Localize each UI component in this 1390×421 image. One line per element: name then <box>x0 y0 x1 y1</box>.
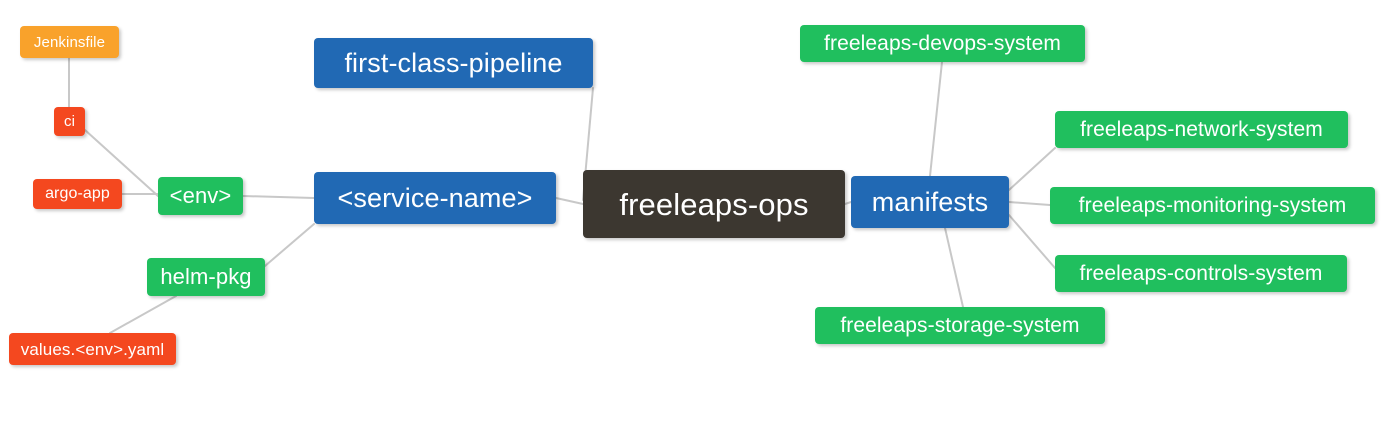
node-env[interactable]: <env> <box>158 177 243 215</box>
node-freeleaps-monitoring-system[interactable]: freeleaps-monitoring-system <box>1050 187 1375 224</box>
node-label-manifests: manifests <box>871 186 989 217</box>
node-jenkinsfile[interactable]: Jenkinsfile <box>20 26 119 58</box>
node-label-service-name: <service-name> <box>337 182 533 213</box>
node-first-class-pipeline[interactable]: first-class-pipeline <box>314 38 593 88</box>
node-ci[interactable]: ci <box>54 107 85 136</box>
edge-service-name-to-helm-pkg <box>264 223 315 267</box>
edge-manifests-to-freeleaps-network-system <box>1008 147 1056 191</box>
node-label-values-env-yaml: values.<env>.yaml <box>20 339 165 359</box>
edge-service-name-to-env <box>242 195 315 199</box>
edge-freeleaps-ops-to-service-name <box>555 197 584 205</box>
node-freeleaps-controls-system[interactable]: freeleaps-controls-system <box>1055 255 1347 292</box>
edge-manifests-to-freeleaps-storage-system <box>944 227 964 308</box>
node-helm-pkg[interactable]: helm-pkg <box>147 258 265 296</box>
node-values-env-yaml[interactable]: values.<env>.yaml <box>9 333 176 365</box>
node-label-freeleaps-controls-system: freeleaps-controls-system <box>1079 262 1323 285</box>
node-freeleaps-network-system[interactable]: freeleaps-network-system <box>1055 111 1348 148</box>
node-label-freeleaps-network-system: freeleaps-network-system <box>1080 118 1323 141</box>
edge-manifests-to-freeleaps-monitoring-system <box>1008 201 1051 206</box>
node-freeleaps-devops-system[interactable]: freeleaps-devops-system <box>800 25 1085 62</box>
node-label-freeleaps-devops-system: freeleaps-devops-system <box>824 32 1061 55</box>
node-freeleaps-storage-system[interactable]: freeleaps-storage-system <box>815 307 1105 344</box>
edge-manifests-to-freeleaps-controls-system <box>1008 214 1056 269</box>
edge-helm-pkg-to-values-env-yaml <box>109 295 177 334</box>
node-label-ci: ci <box>63 113 76 130</box>
node-manifests[interactable]: manifests <box>851 176 1009 228</box>
node-label-env: <env> <box>169 183 232 208</box>
node-label-freeleaps-ops: freeleaps-ops <box>619 186 809 222</box>
node-label-helm-pkg: helm-pkg <box>160 264 252 289</box>
node-service-name[interactable]: <service-name> <box>314 172 556 224</box>
node-label-first-class-pipeline: first-class-pipeline <box>344 47 563 78</box>
node-label-freeleaps-monitoring-system: freeleaps-monitoring-system <box>1078 194 1347 217</box>
node-argo-app[interactable]: argo-app <box>33 179 122 209</box>
node-label-jenkinsfile: Jenkinsfile <box>33 33 106 51</box>
node-freeleaps-ops[interactable]: freeleaps-ops <box>583 170 845 238</box>
node-label-freeleaps-storage-system: freeleaps-storage-system <box>840 314 1080 337</box>
node-label-argo-app: argo-app <box>45 185 110 202</box>
edge-manifests-to-freeleaps-devops-system <box>929 61 943 177</box>
